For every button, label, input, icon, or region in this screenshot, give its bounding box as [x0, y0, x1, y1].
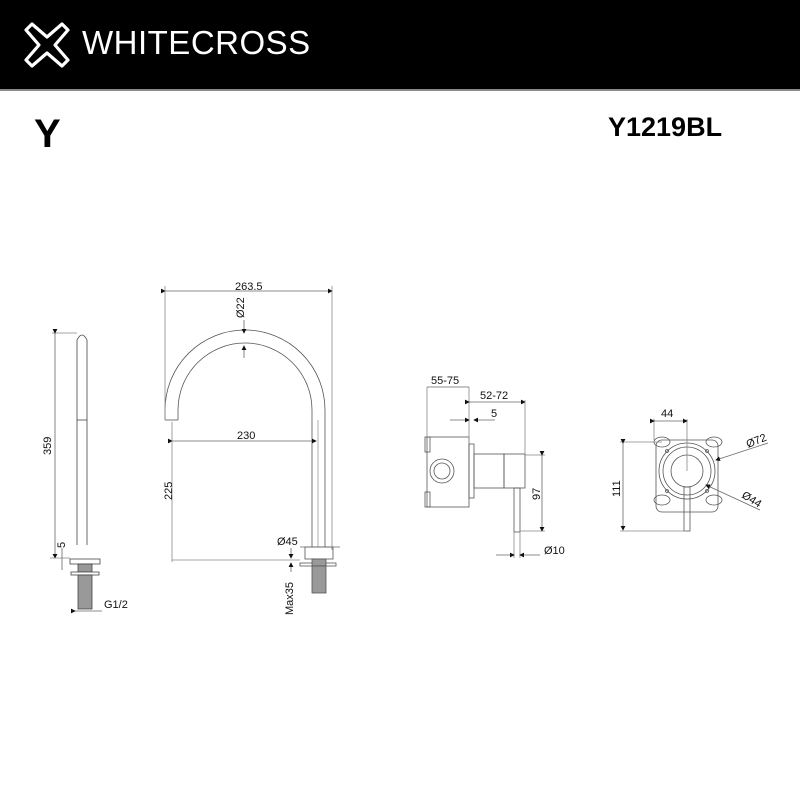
side-spout-view [50, 329, 102, 614]
dim-reach: 230 [237, 430, 255, 442]
dim-tube-diameter: Ø22 [235, 297, 247, 318]
dim-front-height: 111 [611, 480, 623, 497]
mixer-side-view [424, 386, 545, 558]
cross-outline-icon [24, 22, 70, 68]
dim-plate: 5 [491, 408, 497, 420]
dim-handle-height: 97 [531, 488, 543, 500]
brand-name: WHITECROSS [82, 24, 311, 61]
dim-thread: G1/2 [104, 599, 128, 611]
series-label: Y [34, 112, 61, 156]
dim-knob-diameter: Ø44 [739, 489, 763, 510]
brand-header: WHITECROSS [0, 0, 800, 91]
dim-base-diameter: Ø45 [277, 536, 298, 548]
model-number: Y1219BL [608, 112, 723, 142]
dim-spout-height: 359 [42, 437, 54, 455]
dim-outlet-height: 225 [163, 482, 175, 500]
dim-front-width: 44 [661, 408, 673, 420]
dim-max-deck: Max35 [284, 582, 296, 615]
mixer-front-view [620, 418, 769, 532]
dim-body-depth: 55-75 [431, 375, 459, 387]
dim-plate-diameter: Ø72 [745, 432, 769, 451]
front-spout-view [161, 286, 340, 594]
dim-handle-projection: 52-72 [480, 390, 508, 402]
dim-lever-diameter: Ø10 [544, 545, 565, 557]
dim-flange: 5 [56, 542, 68, 548]
dim-overall-width: 263.5 [235, 281, 263, 293]
